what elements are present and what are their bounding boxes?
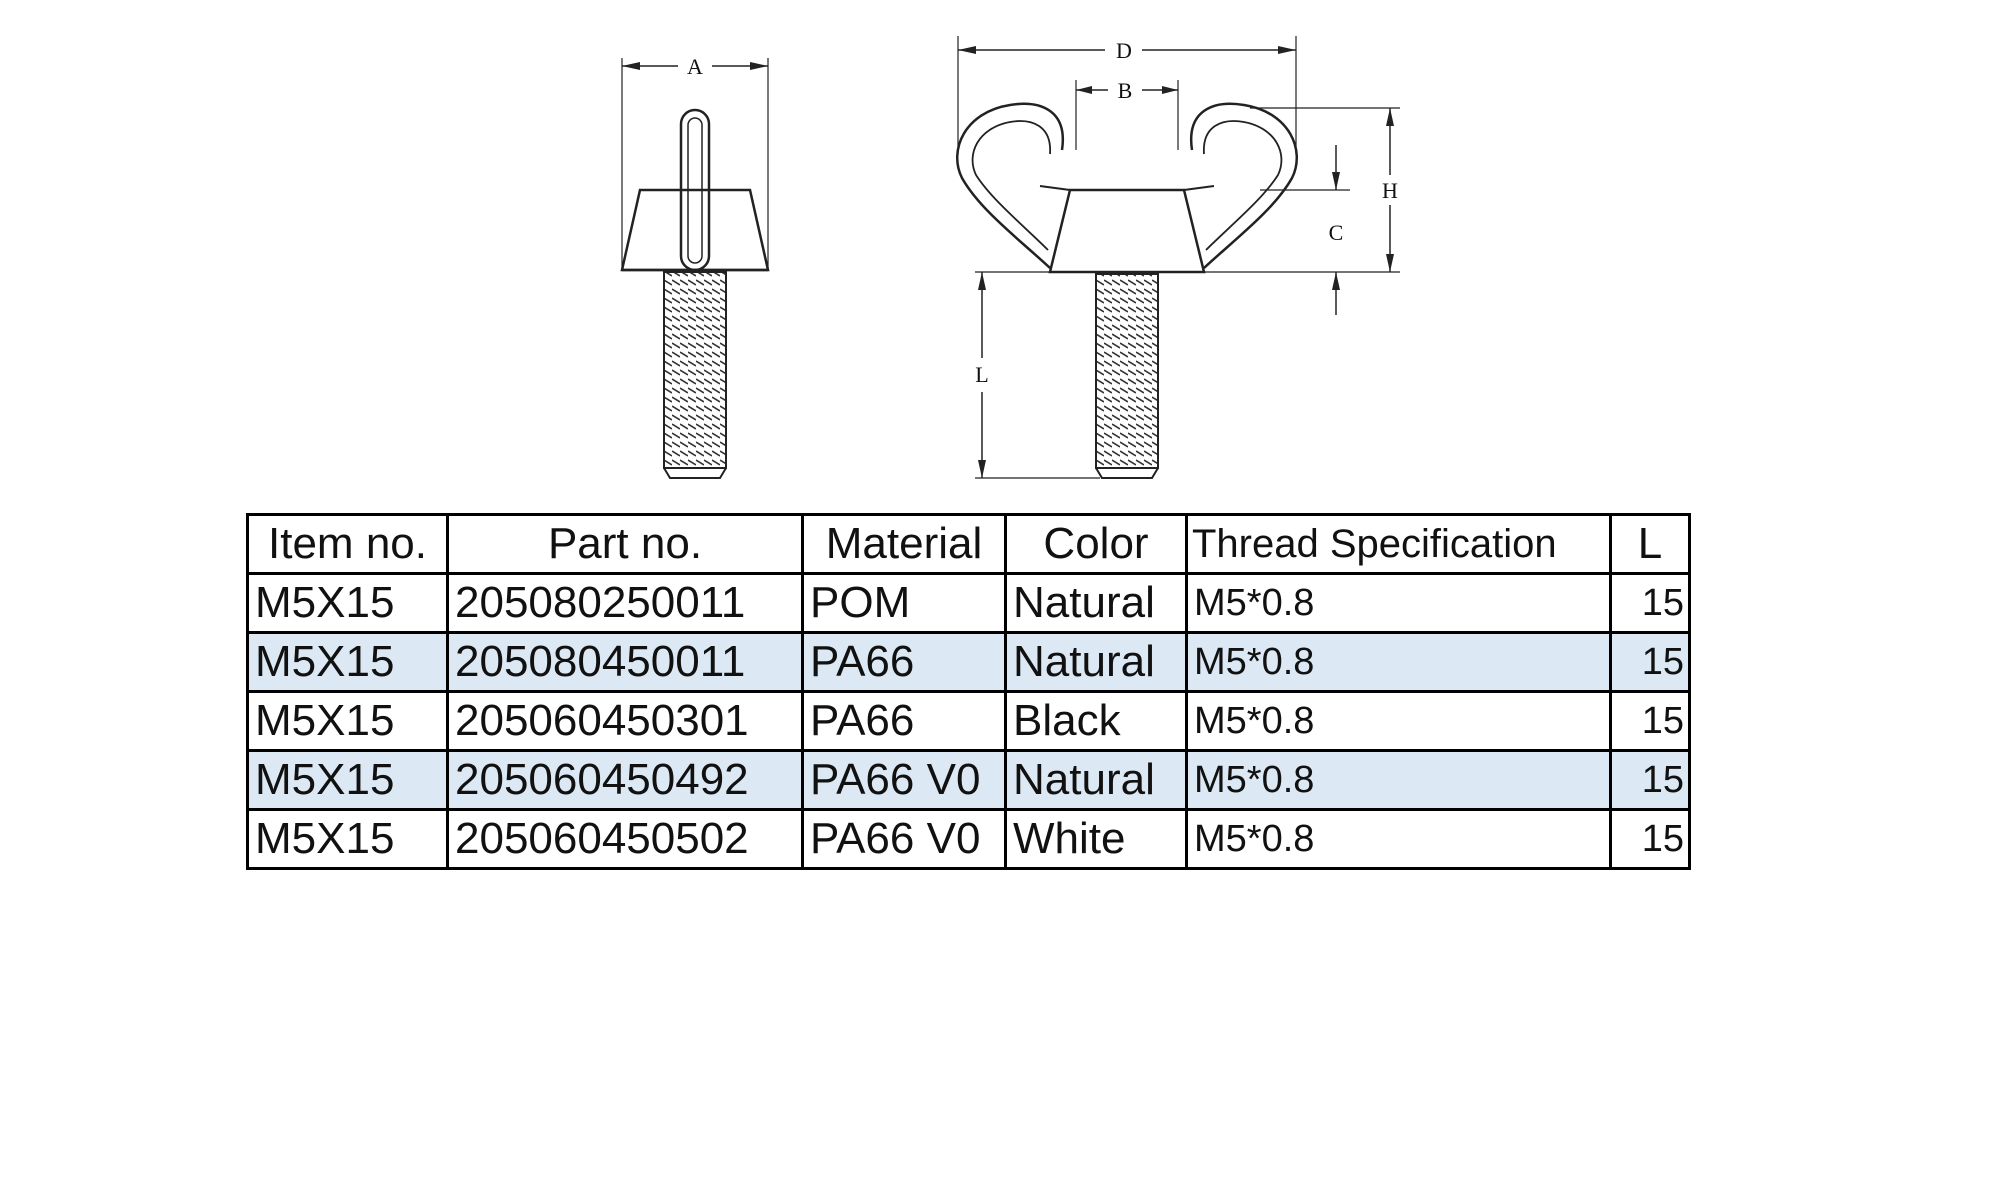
- wing-screw-drawing: A D B H C L: [620, 36, 1400, 479]
- cell-item-no: M5X15: [246, 572, 449, 634]
- cell-thread-specification: M5*0.8: [1185, 749, 1612, 811]
- cell-part-no: 205060450502: [446, 808, 804, 870]
- cell-l: 15: [1609, 572, 1691, 634]
- cell-color: Black: [1004, 690, 1188, 752]
- cell-material: POM: [801, 572, 1007, 634]
- dim-label-c: C: [1329, 220, 1344, 245]
- side-view: [620, 58, 770, 479]
- cell-thread-specification: M5*0.8: [1185, 690, 1612, 752]
- cell-item-no: M5X15: [246, 690, 449, 752]
- cell-material: PA66: [801, 690, 1007, 752]
- cell-color: Natural: [1004, 572, 1188, 634]
- column-header-thread-specification: Thread Specification: [1185, 513, 1612, 575]
- dim-label-b: B: [1118, 78, 1133, 103]
- cell-l: 15: [1609, 690, 1691, 752]
- cell-thread-specification: M5*0.8: [1185, 572, 1612, 634]
- dim-label-d: D: [1116, 38, 1132, 63]
- dim-label-h: H: [1382, 178, 1398, 203]
- cell-item-no: M5X15: [246, 749, 449, 811]
- cell-item-no: M5X15: [246, 808, 449, 870]
- specification-table: Item no. Part no. Material Color Thread …: [246, 513, 1691, 870]
- cell-part-no: 205080250011: [446, 572, 804, 634]
- cell-thread-specification: M5*0.8: [1185, 631, 1612, 693]
- column-header-color: Color: [1004, 513, 1188, 575]
- cell-material: PA66: [801, 631, 1007, 693]
- cell-color: Natural: [1004, 631, 1188, 693]
- table-header-row: Item no. Part no. Material Color Thread …: [246, 513, 1691, 575]
- cell-part-no: 205060450492: [446, 749, 804, 811]
- table-row: M5X15 205080450011 PA66 Natural M5*0.8 1…: [246, 631, 1691, 693]
- cell-part-no: 205080450011: [446, 631, 804, 693]
- cell-thread-specification: M5*0.8: [1185, 808, 1612, 870]
- table-row: M5X15 205080250011 POM Natural M5*0.8 15: [246, 572, 1691, 634]
- cell-l: 15: [1609, 808, 1691, 870]
- front-view: [956, 36, 1400, 479]
- column-header-part-no: Part no.: [446, 513, 804, 575]
- cell-color: Natural: [1004, 749, 1188, 811]
- column-header-material: Material: [801, 513, 1007, 575]
- column-header-item-no: Item no.: [246, 513, 449, 575]
- cell-material: PA66 V0: [801, 808, 1007, 870]
- cell-l: 15: [1609, 631, 1691, 693]
- table-row: M5X15 205060450492 PA66 V0 Natural M5*0.…: [246, 749, 1691, 811]
- table-row: M5X15 205060450301 PA66 Black M5*0.8 15: [246, 690, 1691, 752]
- cell-l: 15: [1609, 749, 1691, 811]
- table-row: M5X15 205060450502 PA66 V0 White M5*0.8 …: [246, 808, 1691, 870]
- cell-color: White: [1004, 808, 1188, 870]
- dim-label-l: L: [975, 362, 988, 387]
- cell-material: PA66 V0: [801, 749, 1007, 811]
- dim-label-a: A: [687, 54, 703, 79]
- cell-item-no: M5X15: [246, 631, 449, 693]
- cell-part-no: 205060450301: [446, 690, 804, 752]
- column-header-l: L: [1609, 513, 1691, 575]
